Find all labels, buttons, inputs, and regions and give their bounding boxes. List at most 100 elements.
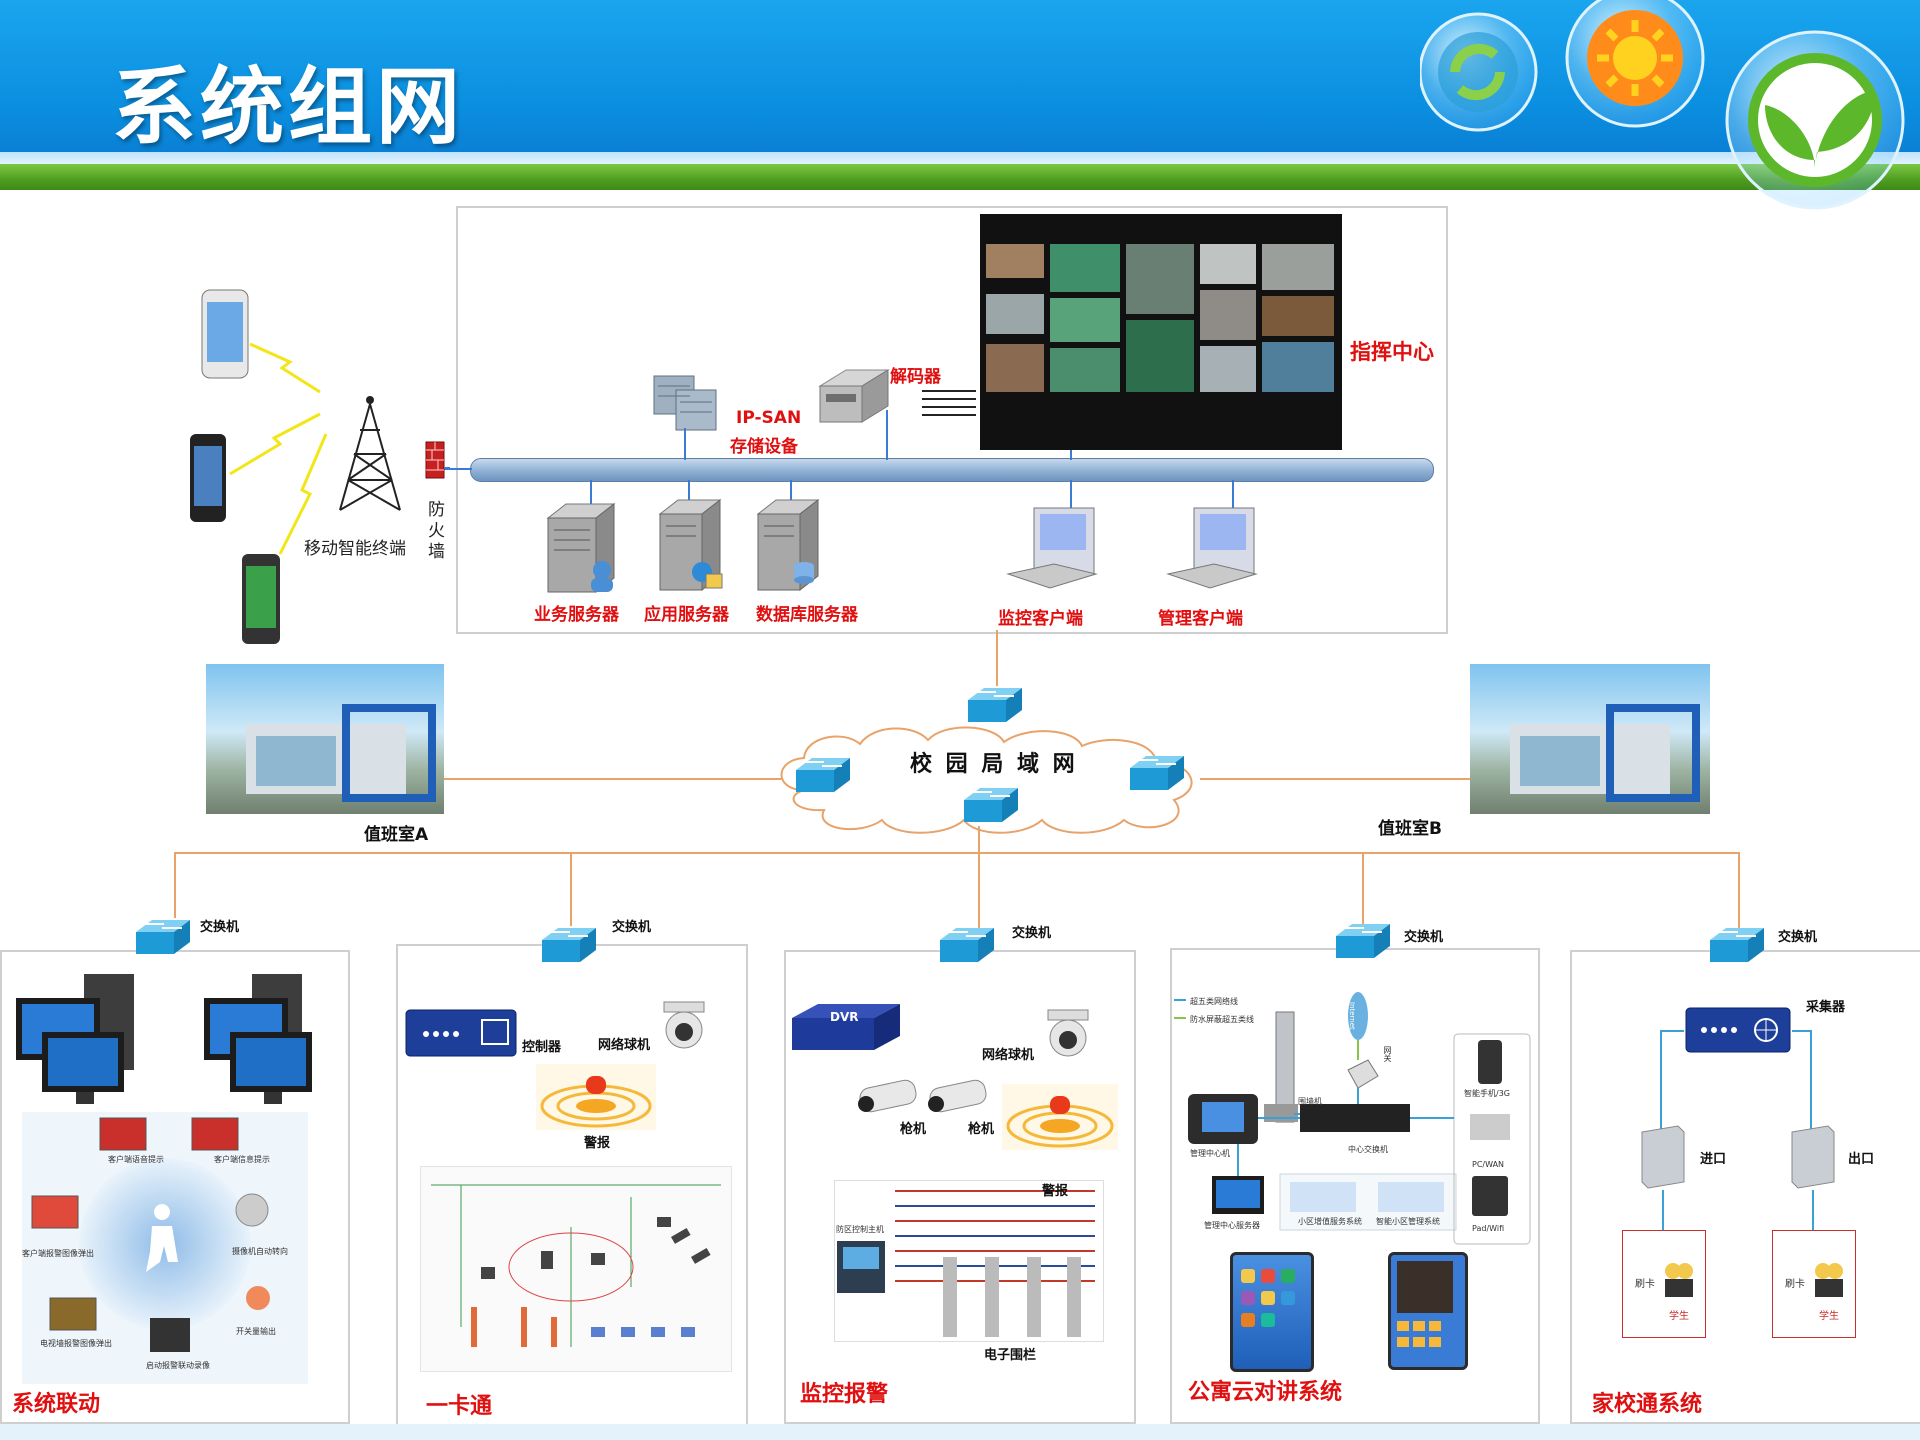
duty-a-link (444, 778, 794, 780)
linkage-title: 系统联动 (12, 1392, 101, 1417)
switch-label: 交换机 (1778, 930, 1818, 945)
lan-switch-icon (964, 788, 1018, 822)
intercom-phone-app (1230, 1252, 1314, 1372)
mobile-terminal-label: 移动智能终端 (304, 539, 406, 559)
entry-label: 进口 (1700, 1152, 1727, 1167)
switch-label: 交换机 (1012, 926, 1052, 941)
database-server-label: 数据库服务器 (756, 605, 858, 625)
backbone-bus (470, 458, 1434, 482)
duty-room-b-label: 值班室B (1378, 819, 1442, 839)
subsystem-switch-icon (1336, 924, 1390, 958)
video-wall (980, 214, 1342, 450)
decoder-line (922, 390, 976, 392)
connector-line (1232, 480, 1234, 516)
database-server-icon (756, 498, 820, 592)
card-title: 一卡通 (426, 1394, 493, 1419)
linkage-item: 客户端报警图像弹出 (22, 1249, 94, 1258)
internet-label: Internet (1348, 1002, 1356, 1030)
student-label: 学生 (1669, 1311, 1689, 1322)
connector-line (790, 480, 792, 506)
monitor-dome-label: 网络球机 (982, 1048, 1035, 1063)
ipsan-label: IP-SAN (736, 408, 802, 428)
dome-camera-icon (663, 1001, 705, 1049)
service-label: 小区增值服务系统 (1298, 1217, 1362, 1226)
intercom-title: 公寓云对讲系统 (1188, 1380, 1343, 1405)
footer-band (0, 1424, 1920, 1440)
school-title: 家校通系统 (1592, 1392, 1703, 1417)
pad-label: Pad/Wifi (1472, 1224, 1505, 1233)
decoder-line (922, 406, 976, 408)
exit-label: 出口 (1848, 1152, 1875, 1167)
school-link (1810, 1030, 1812, 1130)
intercom-legend: 防水屏蔽超五类线 (1190, 1015, 1254, 1024)
server-label: 管理中心服务器 (1204, 1221, 1260, 1230)
card-alarm-label: 警报 (584, 1136, 611, 1151)
gateway-label: 网关 (1383, 1046, 1392, 1062)
fence-label: 电子围栏 (984, 1348, 1037, 1363)
duty-b-link (1200, 778, 1470, 780)
header-green-band (0, 164, 1920, 190)
card-alarm-icon (536, 1064, 656, 1130)
intercom-pad-app (1388, 1252, 1468, 1370)
intercom-legend: 超五类网络线 (1190, 997, 1238, 1006)
linkage-item: 电视墙报警图像弹出 (40, 1339, 112, 1348)
linkage-item: 客户端语音提示 (108, 1155, 164, 1164)
fence-host-label: 防区控制主机 (836, 1225, 884, 1234)
fence-alarm-label: 警报 (1042, 1184, 1069, 1199)
connector-line (1070, 450, 1072, 460)
wall-unit-label: 围墙机 (1298, 1097, 1322, 1106)
rfid-reader-icon (1641, 1125, 1685, 1189)
monitor-client-icon (1006, 507, 1098, 589)
linkage-item: 摄像机自动转向 (232, 1247, 288, 1256)
student-swipe-card: 刷卡 学生 (1622, 1230, 1706, 1338)
intercom-topology: 超五类网络线 防水屏蔽超五类线 Internet 网关 围墙机 管理中心机 中心… (1172, 984, 1532, 1246)
decoder-label: 解码器 (890, 367, 941, 387)
center-machine-label: 管理中心机 (1190, 1149, 1230, 1158)
gun-camera-label: 枪机 (968, 1122, 995, 1137)
duty-room-a-label: 值班室A (364, 825, 429, 845)
ipsan-sublabel: 存储设备 (730, 437, 798, 457)
linkage-item: 客户端信息提示 (214, 1155, 270, 1164)
linkage-computers-icon (16, 974, 312, 1104)
duty-room-a-photo (206, 664, 444, 814)
distribution-drop (1362, 852, 1364, 930)
eco-bubbles-icon (1420, 0, 1905, 210)
command-center-title: 指挥中心 (1350, 340, 1434, 364)
card-topology-diagram (420, 1166, 732, 1372)
uplink-line (996, 630, 998, 686)
subsystem-switch-icon (940, 928, 994, 962)
switch-label: 交换机 (1404, 930, 1444, 945)
business-server-label: 业务服务器 (534, 605, 619, 625)
lan-switch-icon (1130, 756, 1184, 790)
distribution-line (978, 826, 980, 852)
student-swipe-card: 刷卡 学生 (1772, 1230, 1856, 1338)
connector-line (688, 480, 690, 506)
distribution-drop (174, 852, 176, 918)
campus-lan-cloud (780, 726, 1193, 834)
connector-line (440, 468, 472, 470)
decoder-icon (818, 369, 890, 423)
lan-switch-icon (796, 758, 850, 792)
collector-device-icon (1685, 1007, 1791, 1053)
school-link (1662, 1190, 1664, 1230)
phone-label: 智能手机/3G (1464, 1089, 1510, 1098)
school-link (1660, 1030, 1684, 1032)
swipe-label: 刷卡 (1635, 1279, 1655, 1290)
monitor-title: 监控报警 (800, 1382, 889, 1407)
distribution-drop (1738, 852, 1740, 930)
decoder-line (922, 398, 976, 400)
application-server-icon (658, 498, 723, 592)
dvr-label: DVR (830, 1010, 859, 1024)
monitor-alarm-icon (1002, 1084, 1118, 1150)
header-divider (0, 152, 1920, 166)
firewall-label: 防 火 墙 (428, 500, 445, 562)
distribution-drop (570, 852, 572, 926)
connector-line (684, 428, 686, 460)
connector-line (886, 410, 888, 460)
lan-switch-icon (968, 688, 1022, 722)
swipe-label: 刷卡 (1785, 1279, 1805, 1290)
dome-camera-icon (1047, 1009, 1089, 1057)
duty-room-b-photo (1470, 664, 1710, 814)
linkage-item: 启动报警联动录像 (146, 1361, 210, 1370)
management-client-icon (1166, 507, 1258, 589)
